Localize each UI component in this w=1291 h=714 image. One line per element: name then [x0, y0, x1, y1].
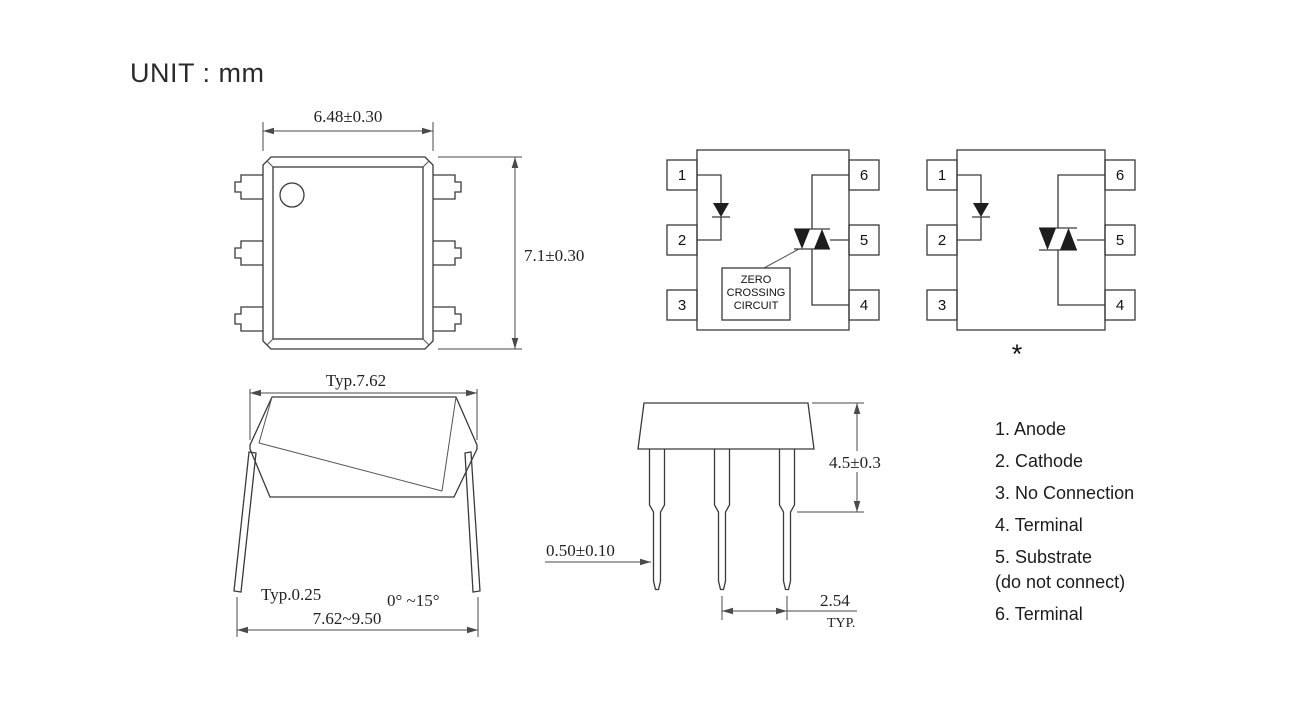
pin-number-3: 3	[678, 297, 686, 314]
triac-triangle-right	[814, 229, 830, 249]
dim-side-body-length: Typ.7.62	[326, 371, 386, 390]
dim-lead-width: 0.50±0.10	[546, 541, 615, 560]
pin-description-5: 5. Substrate	[995, 547, 1093, 567]
circuit-diagram-zero-crossing: 1 2 3 6 5 4 ZERO CROSSING CIRCUIT	[666, 149, 880, 331]
triac-triangle-right	[1060, 228, 1077, 250]
front-lead-2	[713, 449, 731, 591]
triac-wire-pin4	[1057, 250, 1105, 306]
pin-description-6: 6. Terminal	[995, 604, 1083, 624]
triac-triangle-left	[794, 229, 810, 249]
dim-lead-angle: 0° ~15°	[387, 591, 440, 610]
pin-description-2: 2. Cathode	[995, 451, 1084, 471]
front-view-drawing: 4.5±0.3 0.50±0.10 2.54 TYP.	[545, 402, 890, 631]
package-body-side-outline	[249, 396, 478, 498]
zero-crossing-label-line2: CROSSING	[727, 287, 786, 299]
side-view-drawing: Typ.7.62 Typ.0.25 0° ~15° 7.62~9.50	[233, 371, 481, 637]
top-view-drawing: 6.48±0.30 7.1±0.30	[234, 107, 584, 350]
dim-top-view-width: 6.48±0.30	[314, 107, 383, 126]
top-view-pin-lead	[234, 306, 263, 332]
package-top-face-lines	[258, 396, 457, 492]
top-view-pin-lead	[234, 240, 263, 266]
dim-top-view-height: 7.1±0.30	[524, 246, 584, 265]
led-cathode-wire	[957, 217, 982, 241]
zero-crossing-leader-line	[763, 248, 800, 269]
extension-lines	[262, 122, 434, 151]
pin-description-5-note: (do not connect)	[995, 572, 1126, 592]
front-lead-3	[778, 449, 796, 591]
zero-crossing-label-line1: ZERO	[741, 274, 772, 286]
triac-wire-pin6	[1057, 174, 1105, 228]
pin-number-5: 5	[860, 232, 868, 249]
front-lead-1	[648, 449, 666, 591]
pin-number-2: 2	[678, 232, 686, 249]
led-diode-symbol	[713, 203, 729, 217]
extension-lines	[249, 389, 478, 440]
triac-triangle-left	[1039, 228, 1056, 250]
pin-description-list: 1. Anode 2. Cathode 3. No Connection 4. …	[995, 419, 1134, 636]
pin-description-3: 3. No Connection	[995, 483, 1135, 503]
pin-number-6: 6	[860, 167, 868, 184]
pin-description-1: 1. Anode	[995, 419, 1067, 439]
zero-crossing-box	[721, 267, 791, 321]
package-body-inner-outline	[272, 166, 424, 340]
dim-front-height: 4.5±0.3	[829, 453, 881, 472]
pin-number-4: 4	[860, 297, 868, 314]
pin-box-3	[666, 289, 698, 321]
dim-lead-pitch: 2.54	[820, 591, 850, 610]
pin-box-3	[926, 289, 958, 321]
pin-number-4: 4	[1116, 297, 1124, 314]
top-view-pin-lead	[433, 174, 462, 200]
dim-lead-span: 7.62~9.50	[313, 609, 382, 628]
top-view-pin-lead	[234, 174, 263, 200]
circuit-diagram-random-phase: 1 2 3 6 5 4 *	[926, 149, 1136, 369]
zero-crossing-label-line3: CIRCUIT	[734, 300, 779, 312]
led-anode-wire	[957, 174, 982, 203]
pin-number-1: 1	[678, 167, 686, 184]
triac-wire-pin4	[811, 249, 849, 306]
top-view-pin-lead	[433, 240, 462, 266]
unit-label: UNIT : mm	[130, 58, 265, 88]
led-cathode-wire	[697, 217, 722, 241]
top-view-pin-lead	[433, 306, 462, 332]
pin1-index-mark	[279, 182, 305, 208]
dim-lead-thickness: Typ.0.25	[261, 585, 321, 604]
footnote-asterisk: *	[1012, 339, 1023, 369]
pin-number-5: 5	[1116, 232, 1124, 249]
extension-lines	[438, 156, 522, 350]
package-corner-ticks	[266, 160, 430, 346]
side-lead-right	[464, 451, 481, 593]
package-body-front-outline	[637, 402, 815, 450]
led-diode-symbol	[973, 203, 989, 217]
package-body-outline	[262, 156, 434, 350]
side-lead-left	[233, 451, 257, 593]
pin-number-6: 6	[1116, 167, 1124, 184]
dim-text-mask	[826, 451, 890, 472]
pin-number-1: 1	[938, 167, 946, 184]
pin-number-2: 2	[938, 232, 946, 249]
led-anode-wire	[697, 174, 722, 203]
pin-description-4: 4. Terminal	[995, 515, 1083, 535]
dim-lead-pitch-qualifier: TYP.	[827, 616, 855, 631]
pin-number-3: 3	[938, 297, 946, 314]
triac-wire-pin6	[811, 174, 849, 229]
extension-lines	[721, 596, 788, 620]
